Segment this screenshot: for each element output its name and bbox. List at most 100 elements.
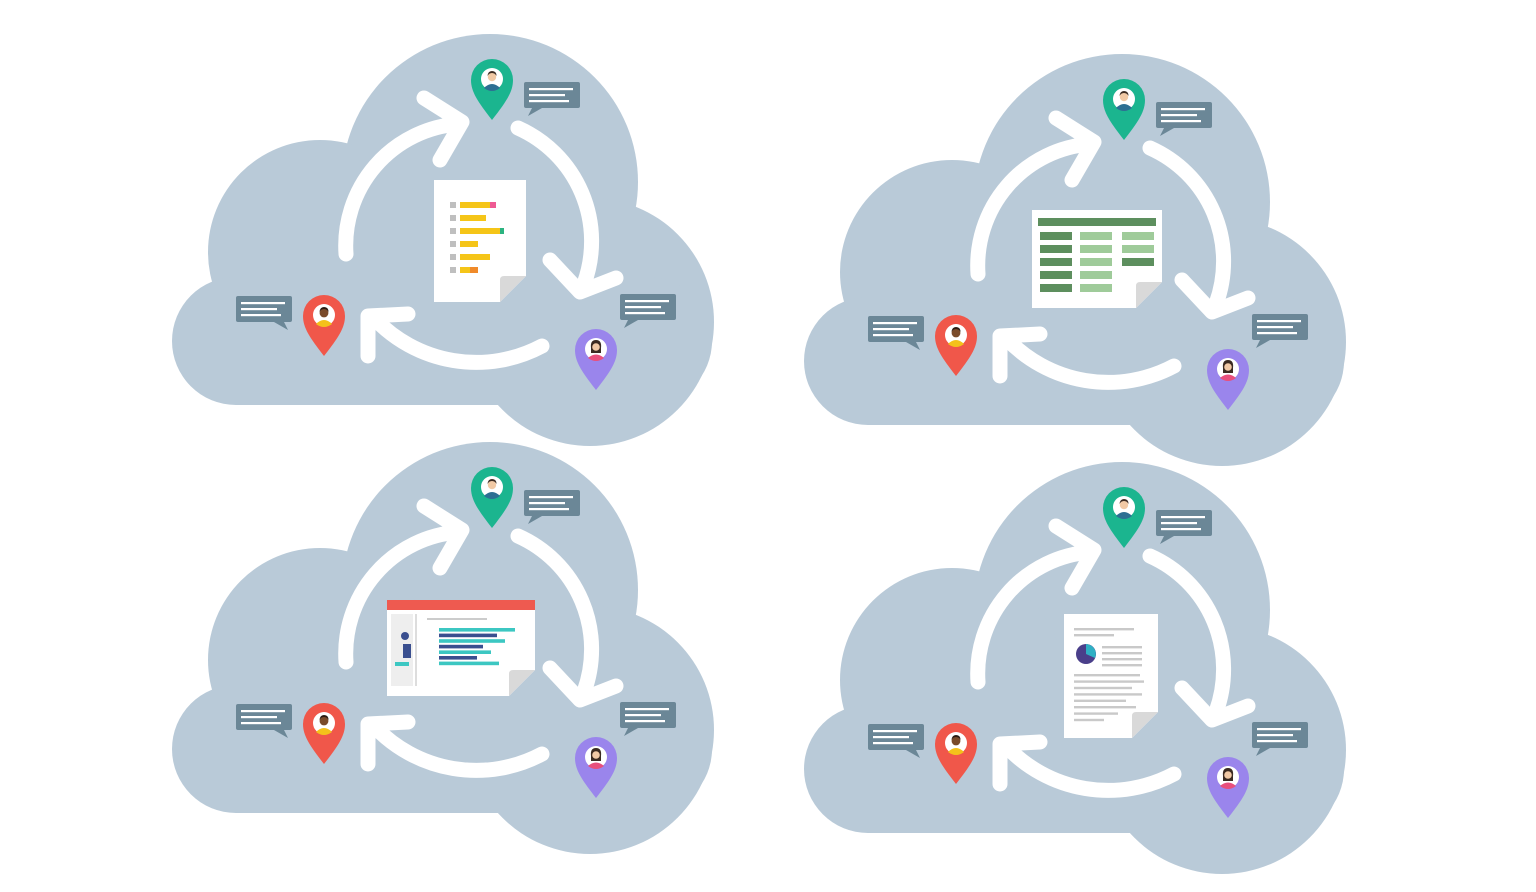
row-marker (450, 215, 456, 221)
sheet-cell (1040, 245, 1072, 253)
chat-line (529, 88, 573, 91)
sheet-cell (1040, 284, 1072, 292)
bar (460, 228, 500, 234)
arrow-head-bottom (360, 714, 416, 772)
chat-line (1257, 320, 1301, 323)
slide-bar (439, 644, 483, 649)
sheet-cell (1122, 258, 1154, 266)
chat-line (625, 708, 669, 711)
bar-segment (470, 267, 478, 273)
sheet-cell (1122, 245, 1154, 253)
row-marker (450, 202, 456, 208)
slide-divider (415, 614, 417, 686)
chat-line (529, 508, 569, 511)
chat-line (873, 742, 913, 745)
doc-line (1102, 664, 1142, 667)
chat-line (873, 328, 909, 331)
doc-line (1074, 693, 1142, 696)
chat-line (1257, 728, 1301, 731)
pin-user-purple (1207, 757, 1249, 818)
arrow-top-left (970, 544, 1098, 690)
chat-bubble-red-icon (868, 724, 924, 758)
mini-legend (395, 662, 409, 666)
arrow-head-top (416, 498, 470, 576)
chat-line (625, 300, 669, 303)
chat-bubble-green-icon (1156, 510, 1212, 544)
pin-user-green (1103, 79, 1145, 140)
chat-bubble-purple-icon (620, 294, 676, 328)
arrow-right (1142, 140, 1232, 312)
arrow-right (510, 120, 600, 292)
cloud-report (172, 34, 714, 446)
paper-fold (1136, 282, 1162, 308)
chat-line (241, 710, 285, 713)
doc-line (1074, 680, 1144, 683)
chat-bubble-purple-icon (620, 702, 676, 736)
arrow-head-bottom (992, 734, 1048, 792)
sheet-cell (1080, 245, 1112, 253)
cycle-arrows (338, 498, 624, 778)
arrow-head-right (542, 252, 624, 300)
arrow-top-left (970, 136, 1098, 282)
slide-heading-line (427, 618, 487, 620)
doc-line (1074, 718, 1104, 722)
cloud-spreadsheet (804, 54, 1346, 466)
chat-line (873, 730, 917, 733)
chat-line (625, 312, 665, 315)
arrow-head-bottom (992, 326, 1048, 384)
pin-user-red (303, 703, 345, 764)
slide-bar (439, 633, 497, 638)
row-marker (450, 228, 456, 234)
chat-line (241, 308, 277, 311)
chat-line (625, 714, 661, 717)
chat-line (1161, 114, 1197, 117)
row-marker (450, 254, 456, 260)
bar (460, 241, 478, 247)
chat-line (625, 306, 661, 309)
row-marker (450, 241, 456, 247)
slide-sidebar (391, 614, 413, 686)
chat-line (1161, 120, 1201, 123)
cycle-arrows (338, 90, 624, 370)
sheet-cell (1040, 232, 1072, 240)
cloud-document (804, 462, 1346, 874)
paper-sheet (434, 180, 526, 302)
mini-bar (403, 644, 411, 658)
paper-fold (1132, 712, 1158, 738)
chat-bubble-red-icon (868, 316, 924, 350)
chat-bubble-purple-icon (1252, 314, 1308, 348)
arrow-head-right (542, 660, 624, 708)
arrow-right (1142, 548, 1232, 720)
sheet-cell (1080, 258, 1112, 266)
chat-bubble-purple-icon (1252, 722, 1308, 756)
pin-user-red (935, 315, 977, 376)
paper-fold (509, 670, 535, 696)
sheet-cell (1080, 271, 1112, 279)
doc-line (1074, 706, 1136, 709)
slide-title-bar (387, 600, 535, 610)
arrow-bottom (998, 738, 1182, 798)
doc-line (1102, 646, 1142, 649)
sheet-cell (1122, 232, 1154, 240)
arrow-top-left (338, 116, 466, 262)
slide-bar (439, 656, 477, 660)
arrow-top-left (338, 524, 466, 670)
chat-line (529, 94, 565, 97)
slide-bar (439, 639, 505, 643)
chat-line (1257, 326, 1293, 329)
chat-line (1161, 516, 1205, 519)
arrow-bottom (366, 310, 550, 370)
arrow-head-top (416, 90, 470, 168)
pin-user-red (303, 295, 345, 356)
chat-bubble-green-icon (524, 490, 580, 524)
chat-line (1257, 734, 1293, 737)
doc-line (1102, 652, 1142, 655)
bar (460, 202, 490, 208)
chat-bubble-green-icon (1156, 102, 1212, 136)
pin-user-purple (575, 737, 617, 798)
arrow-head-top (1048, 110, 1102, 188)
pin-user-purple (575, 329, 617, 390)
mini-pie (401, 632, 409, 640)
slide-bar (439, 628, 515, 632)
slide-bar (439, 661, 499, 666)
